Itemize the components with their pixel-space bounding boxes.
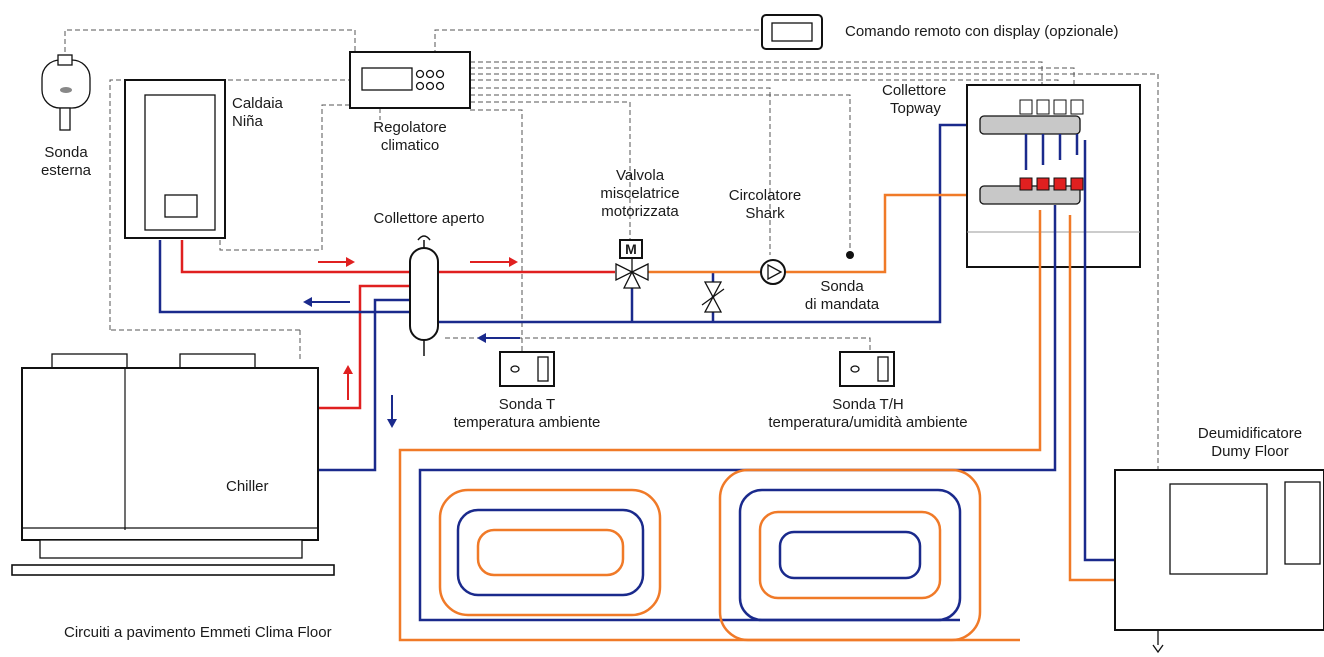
chiller-label: Chiller: [226, 478, 269, 495]
valvola-label-3: motorizzata: [601, 203, 679, 220]
deumidificatore-label-2: Dumy Floor: [1211, 443, 1289, 460]
valvola-label: Valvola: [616, 167, 665, 184]
sonda-t-label-2: temperatura ambiente: [454, 414, 601, 431]
regolatore-label-2: climatico: [381, 137, 439, 154]
collettore-aperto: [409, 235, 439, 356]
sonda-esterna: [41, 54, 91, 131]
collettore-topway-label-2: Topway: [890, 100, 941, 117]
flow-arrows: [303, 257, 520, 428]
regolatore-climatico: [349, 51, 471, 109]
signal-wires: [64, 29, 1159, 470]
sonda-mandata-label-2: di mandata: [805, 296, 880, 313]
circolatore-label-2: Shark: [745, 205, 785, 222]
collettore-topway: [966, 84, 1141, 268]
caldaia-boiler: [124, 79, 226, 239]
sonda-th-device: [839, 351, 895, 387]
sonda-esterna-label-2: esterna: [41, 162, 92, 179]
cold-pipes: [158, 123, 980, 472]
sonda-mandata-label: Sonda: [820, 278, 864, 295]
caldaia-label-2: Niña: [232, 113, 264, 130]
deumidificatore-label: Deumidificatore: [1198, 425, 1302, 442]
comando-remoto-label: Comando remoto con display (opzionale): [845, 23, 1118, 40]
sonda-t-label: Sonda T: [499, 396, 555, 413]
collettore-aperto-label: Collettore aperto: [374, 210, 485, 227]
valvola-miscelatrice: [615, 239, 649, 289]
chiller-unit: [11, 353, 335, 576]
hot-pipes: [180, 240, 615, 410]
sonda-mandata-dot: [846, 251, 854, 259]
floor-circuit-1: [438, 488, 662, 617]
comando-remoto: [761, 14, 823, 50]
valvola-motor-letter: M: [625, 241, 637, 257]
sonda-th-label: Sonda T/H: [832, 396, 903, 413]
sonda-th-label-2: temperatura/umidità ambiente: [768, 414, 967, 431]
floor-circuit-2: [718, 468, 982, 642]
circolatore-shark: [760, 259, 786, 285]
regolatore-label: Regolatore: [373, 119, 446, 136]
supply-pipes: [645, 193, 980, 274]
sonda-t-device: [499, 351, 555, 387]
bypass-valve: [701, 281, 725, 313]
circolatore-label: Circolatore: [729, 187, 802, 204]
sonda-esterna-label: Sonda: [44, 144, 88, 161]
collettore-topway-label: Collettore: [882, 82, 946, 99]
caldaia-label: Caldaia: [232, 95, 284, 112]
deumidificatore: [1114, 469, 1324, 654]
circuiti-caption: Circuiti a pavimento Emmeti Clima Floor: [64, 624, 332, 641]
valvola-label-2: miscelatrice: [600, 185, 679, 202]
